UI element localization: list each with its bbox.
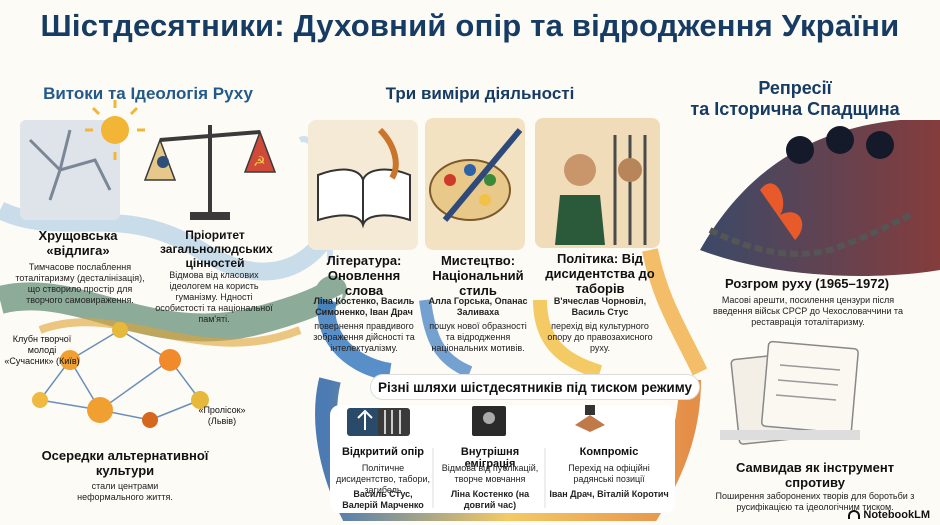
clubs-title: Осередки альтернативної культури	[41, 448, 209, 478]
section-title-activities: Три виміри діяльності	[385, 84, 575, 103]
club-label-prolisok: «Пролісок» (Львів)	[198, 405, 246, 426]
path-names-open: Василь Стус, Валерій Марченко	[342, 489, 424, 510]
section-title-repressions: Репресії та Історична Спадщина	[690, 78, 900, 119]
samvydav-title: Самвидав як інструмент спротиву	[735, 460, 895, 490]
prisoner-icon	[535, 118, 660, 248]
brand-footer: NotebookLM	[848, 509, 930, 521]
crossroads-icon	[347, 408, 383, 436]
values-text: Відмова від класових ідеологем на корист…	[155, 270, 273, 324]
notebooklm-icon	[848, 510, 861, 519]
path-text-compromise: Перехід на офіційні радянські позиції	[568, 463, 650, 484]
literature-authors: Ліна Костенко, Василь Симоненко, Іван Др…	[313, 296, 415, 317]
path-label-emigration: Внутрішня еміграція	[460, 446, 520, 470]
path-label-compromise: Компроміс	[579, 446, 639, 458]
path-text-emigration: Відмова від публікацій, творче мовчання	[441, 463, 539, 484]
club-label-suchasnyk: Клубн творчої молоді «Сучасник» (Київ)	[4, 334, 80, 366]
window-icon	[472, 406, 506, 436]
palette-icon	[425, 118, 525, 250]
svg-text:☭: ☭	[253, 154, 266, 170]
paths-banner: Різні шляхи шістдесятників під тиском ре…	[370, 374, 700, 400]
literature-title: Література: Оновлення слова	[326, 253, 402, 298]
papers-icon	[720, 340, 860, 445]
art-title: Мистецтво: Національний стиль	[432, 253, 524, 298]
repression-icon	[700, 120, 940, 276]
politics-text: перехід від культурного опору до правоза…	[547, 321, 653, 353]
samvydav-text: Поширення заборонених творів для боротьб…	[715, 491, 915, 512]
art-authors: Алла Горська, Опанас Заливаха	[428, 296, 528, 317]
values-title: Пріоритет загальнолюдських цінностей	[160, 228, 273, 270]
prison-door-icon	[378, 408, 410, 436]
book-icon	[308, 120, 418, 250]
literature-text: повернення правдивого зображення дійснос…	[313, 321, 415, 353]
path-text-open: Політичне дисидентство, табори, загибель	[335, 463, 431, 495]
path-label-open: Відкритий опір	[341, 446, 425, 458]
handshake-icon	[575, 405, 605, 432]
politics-title: Політика: Від дисидентства до таборів	[545, 251, 655, 296]
page-title: Шістдесятники: Духовний опір та відродже…	[40, 8, 900, 43]
thaw-title: Хрущовська «відлига»	[38, 228, 118, 258]
scales-icon: ☭	[143, 125, 277, 220]
cracked-wall-icon	[20, 120, 120, 220]
network-icon	[32, 322, 209, 428]
art-text: пошук нової образності та відродження на…	[429, 321, 527, 353]
politics-authors: В'ячеслав Чорновіл, Василь Стус	[553, 296, 647, 317]
sun-icon	[101, 116, 129, 144]
brand-label: NotebookLM	[863, 509, 930, 521]
thaw-text: Тимчасове послаблення тоталітаризму (дес…	[15, 262, 145, 305]
rout-title: Розгром руху (1965–1972)	[724, 276, 890, 291]
clubs-text: стали центрами неформального життя.	[77, 481, 173, 502]
section-title-origins: Витоки та Ідеологія Руху	[43, 84, 253, 103]
path-names-emigration: Ліна Костенко (на довгий час)	[450, 489, 530, 510]
path-names-compromise: Іван Драч, Віталій Коротич	[549, 489, 669, 499]
rout-text: Масові арешти, посилення цензури після в…	[713, 295, 903, 327]
